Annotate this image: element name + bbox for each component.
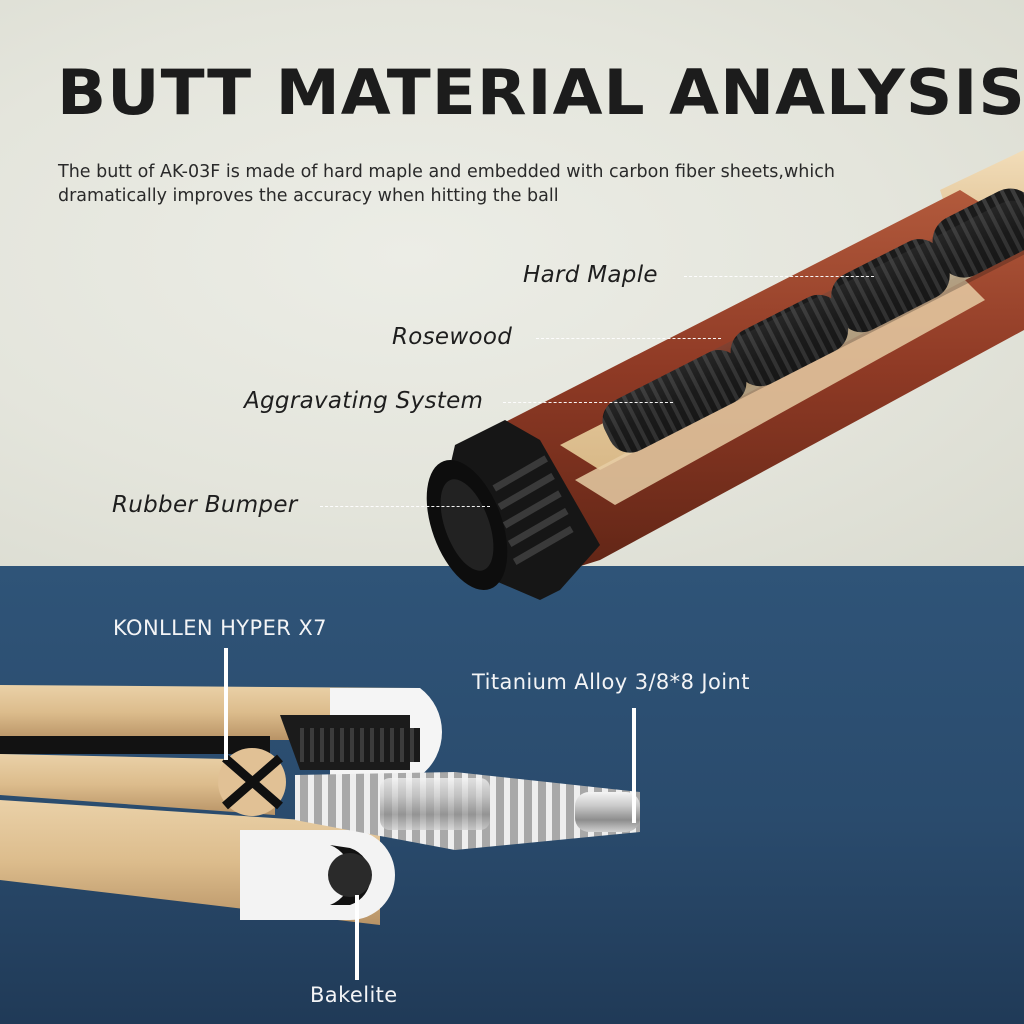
label-konllen-hyper-x7: KONLLEN HYPER X7 [113,616,327,640]
bakelite-collar [240,830,395,920]
leader-rubber-bumper [320,506,490,507]
aggravating-system-coils [602,188,1024,453]
label-titanium-joint: Titanium Alloy 3/8*8 Joint [472,670,750,694]
label-hard-maple: Hard Maple [523,262,658,288]
carbon-fiber-cross [218,748,286,816]
leader-rosewood [536,338,721,339]
titanium-joint-pin [295,772,640,850]
label-bakelite: Bakelite [310,983,398,1007]
upper-white-ferrule [280,688,442,776]
leader-aggravating-system [503,402,673,403]
cue-butt-cutaway [426,150,1024,600]
label-rubber-bumper: Rubber Bumper [112,492,298,518]
leader-titanium-joint [632,708,636,823]
joint-assembly [0,685,640,925]
label-rosewood: Rosewood [392,324,513,350]
page-title: BUTT MATERIAL ANALYSIS [57,56,1024,129]
description-text: The butt of AK-03F is made of hard maple… [58,162,835,206]
rubber-bumper [426,420,600,600]
leader-bakelite [355,895,359,980]
middle-shaft [0,754,275,815]
label-aggravating-system: Aggravating System [244,388,484,414]
leader-hard-maple [684,276,874,277]
leader-konllen-hyper-x7 [224,648,228,760]
